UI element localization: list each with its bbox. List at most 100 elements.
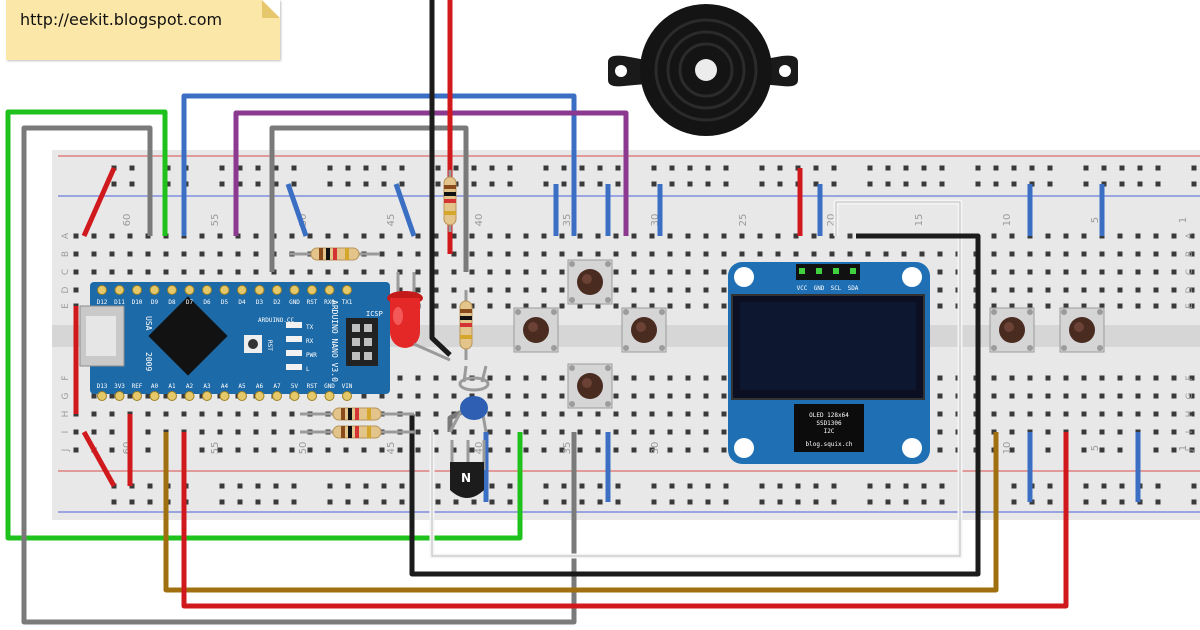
column-number: 50 [298,214,309,227]
transistor-label: N [461,471,471,485]
wire-black-top [429,0,452,357]
arduino-model: ARDUINO NANO V3.0 [330,300,339,382]
row-letter: J [61,449,71,453]
column-number: 30 [650,442,661,455]
arduino-pin [202,391,212,401]
arduino-pin-label: A4 [221,383,229,390]
url-text: http://eekit.blogspot.com [20,10,223,29]
row-letter: F [1185,375,1195,380]
arduino-pin [219,391,230,401]
resistor-2 [332,407,382,421]
arduino-pin-label: RX0 [324,299,335,306]
arduino-pin [149,391,160,401]
row-letter: A [1185,232,1195,239]
arduino-pin-label: GND [324,383,335,390]
arduino-pin-label: A1 [168,383,176,390]
row-letter: F [61,375,71,380]
arduino-icsp: ICSP [366,310,383,318]
row-letter: E [61,303,71,309]
arduino-pin [132,285,142,295]
wire-red-bottom [181,432,1069,609]
arduino-pin-label: 3V3 [114,383,125,390]
ceramic-capacitor [448,365,490,433]
arduino-pin [307,285,317,295]
wires [5,0,1141,625]
column-number: 20 [826,214,837,227]
wire-white-outline [431,201,961,557]
arduino-pin-label: D8 [168,299,176,306]
arduino-pin [149,285,160,295]
row-letter: D [61,286,71,293]
column-number: 10 [1002,442,1013,455]
arduino-pin-label: A3 [203,383,211,390]
oled-site: blog.squix.ch [806,441,853,448]
arduino-pin-label: D9 [151,299,159,306]
row-letter: H [61,411,71,418]
resistor-5 [443,176,457,226]
arduino-pin [289,391,300,401]
row-letter: G [1185,392,1195,399]
column-number: 25 [738,214,749,227]
arduino-pin [184,285,195,295]
url-note: http://eekit.blogspot.com [6,0,280,60]
arduino-pin [202,285,212,295]
arduino-led-label: RX [306,338,314,345]
resistor-1 [310,247,360,261]
arduino-pin [132,391,142,401]
wire-brown [163,432,999,593]
oled-pin-label: SDA [848,285,859,292]
arduino-pin-label: D10 [132,299,143,306]
arduino-pin-label: D3 [256,299,264,306]
arduino-pin-label: REF [132,383,143,390]
column-number: 15 [914,214,925,227]
row-letter: I [1185,431,1195,434]
arduino-pin-label: RST [307,383,318,390]
column-number: 1 [1178,217,1189,223]
push-button [989,307,1035,353]
row-letter: J [1185,449,1195,453]
row-letter: G [61,392,71,399]
wire-black-oled [409,233,981,577]
row-letter: D [1185,286,1195,293]
oled-label-line2: SSD1306 [816,420,842,427]
arduino-pin [114,285,125,295]
resistors [290,170,473,439]
arduino-pin [254,285,265,295]
arduino-pin-label: VIN [342,383,353,390]
arduino-pin-label: D6 [203,299,211,306]
arduino-pin [342,285,352,295]
arduino-pin [97,285,107,295]
npn-transistor: N [450,440,486,498]
wire-green [5,109,523,541]
oled-pin-label: GND [814,285,825,292]
push-button [513,307,559,353]
push-button [621,307,667,353]
row-letter: H [1185,411,1195,418]
column-number: 35 [562,442,573,455]
arduino-pin-label: D12 [97,299,108,306]
oled-display: OLED 128x64 SSD1306 I2C blog.squix.ch VC… [728,262,930,464]
column-number: 30 [650,214,661,227]
column-number: 5 [1090,217,1101,223]
push-button [1059,307,1105,353]
wire-blue-top [181,93,577,236]
arduino-pin [324,285,335,295]
arduino-pin [237,285,247,295]
arduino-year: 2009 [144,352,153,371]
oled-pin-label: VCC [797,285,808,292]
push-button [567,259,613,305]
row-letter: C [61,269,71,275]
arduino-led-label: TX [306,324,314,331]
arduino-pin-label: D11 [114,299,125,306]
arduino-pin [237,391,247,401]
arduino-pin-label: A7 [273,383,281,390]
arduino-pin-label: A5 [238,383,246,390]
arduino-pin-label: A0 [151,383,159,390]
row-letter: I [61,431,71,434]
column-number: 40 [474,442,485,455]
arduino-pin-label: TX1 [342,299,353,306]
row-letter: B [1185,251,1195,257]
